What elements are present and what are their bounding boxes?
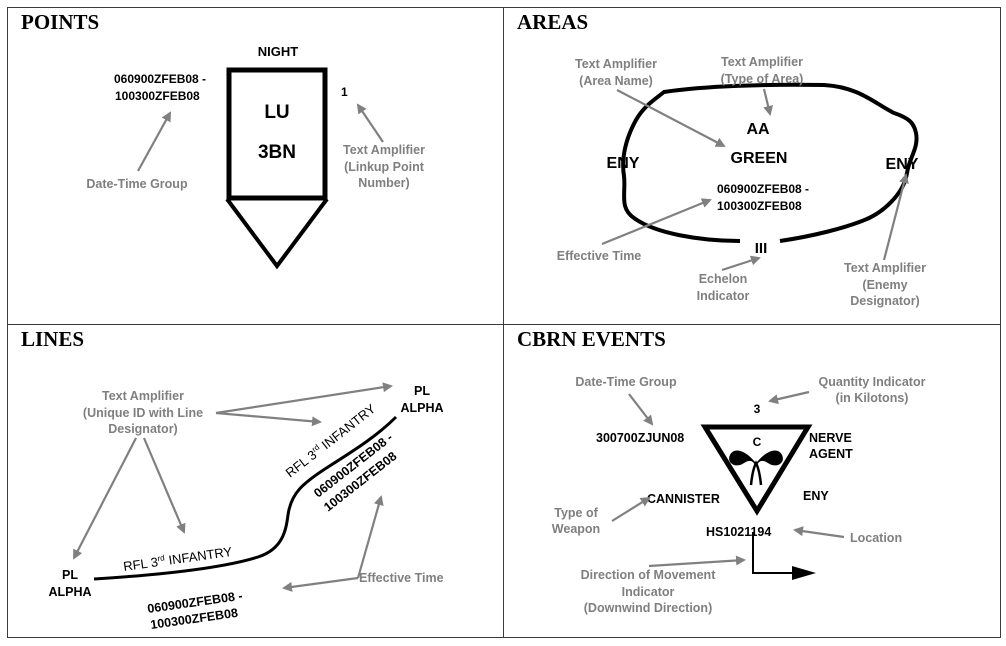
lines-title: LINES bbox=[21, 327, 85, 351]
cbrn-label-dir-l1: Direction of Movement bbox=[581, 568, 717, 582]
lines-pl-left-l1: PL bbox=[62, 568, 78, 582]
points-dtg-line2: 100300ZFEB08 bbox=[115, 89, 200, 103]
cbrn-location: HS1021194 bbox=[706, 525, 771, 539]
dtg-arrow bbox=[137, 111, 171, 172]
cbrn-label-qty-l2: (in Kilotons) bbox=[836, 391, 909, 405]
cbrn-eny: ENY bbox=[803, 489, 829, 503]
cbrn-label-dir-l3: (Downwind Direction) bbox=[584, 601, 712, 615]
area-boundary bbox=[621, 82, 919, 243]
lines-label-eff: Effective Time bbox=[359, 571, 444, 585]
cbrn-label-qty-l1: Quantity Indicator bbox=[819, 375, 926, 389]
points-label-dtg: Date-Time Group bbox=[86, 177, 188, 191]
points-symbol-line2: 3BN bbox=[258, 142, 296, 163]
eff-arrow-upper bbox=[356, 495, 384, 579]
echelon-arrow bbox=[721, 255, 761, 272]
lines-pl-right-l2: ALPHA bbox=[400, 401, 443, 415]
areas-label-ech-l1: Echelon bbox=[699, 272, 748, 286]
amp-arrow bbox=[356, 103, 384, 143]
rfl-label-lower: RFL 3rd INFANTRY bbox=[122, 544, 233, 574]
nerve-agent-icon bbox=[729, 450, 783, 486]
areas-label-eny-l2: (Enemy bbox=[862, 278, 907, 292]
lines-label-amp-l2: (Unique ID with Line bbox=[83, 406, 203, 420]
downwind-direction-arrow bbox=[752, 532, 816, 580]
lines-pl-right-l1: PL bbox=[414, 384, 430, 398]
amp-arrow-right-pl bbox=[215, 382, 393, 415]
amp-arrow-left-pl bbox=[73, 437, 137, 560]
points-label-amp-l3: Number) bbox=[358, 176, 409, 190]
areas-title: AREAS bbox=[517, 10, 589, 34]
eff-arrow-lower bbox=[282, 576, 359, 592]
points-label-amp-l1: Text Amplifier bbox=[343, 143, 425, 157]
cbrn-agent-letter: C bbox=[753, 435, 762, 449]
area-type-arrow bbox=[762, 88, 773, 116]
areas-label-type-l1: Text Amplifier bbox=[721, 55, 803, 69]
areas-label-name-l1: Text Amplifier bbox=[575, 57, 657, 71]
areas-type-text: AA bbox=[746, 121, 770, 138]
areas-eny-left: ENY bbox=[607, 155, 640, 172]
points-title: POINTS bbox=[21, 10, 100, 34]
lines-label-amp-l3: Designator) bbox=[108, 422, 177, 436]
areas-panel: AREAS AA GREEN ENY ENY 060900ZFEB08 - 10… bbox=[504, 8, 1000, 325]
enemy-arrow bbox=[882, 173, 909, 261]
cbrn-dir-arrow bbox=[648, 555, 746, 568]
areas-diagram: AA GREEN ENY ENY 060900ZFEB08 - 100300ZF… bbox=[557, 55, 926, 308]
cbrn-label-location: Location bbox=[850, 531, 902, 545]
cbrn-agent-l2: AGENT bbox=[809, 447, 853, 461]
cbrn-qty-arrow bbox=[768, 390, 810, 405]
areas-dtg-line1: 060900ZFEB08 - bbox=[717, 182, 809, 196]
cbrn-weapon: CANNISTER bbox=[647, 492, 720, 506]
points-dtg-line1: 060900ZFEB08 - bbox=[114, 72, 206, 86]
lines-diagram: PL ALPHA PL ALPHA RFL 3rd INFANTRY RFL 3… bbox=[48, 382, 444, 632]
areas-label-type-l2: (Type of Area) bbox=[721, 72, 804, 86]
cbrn-agent-l1: NERVE bbox=[809, 431, 852, 445]
points-symbol-line1: LU bbox=[264, 102, 289, 123]
lines-panel: LINES PL ALPHA PL ALPHA RFL 3rd INFANTRY… bbox=[8, 325, 504, 637]
points-panel: POINTS NIGHT LU 3BN 060900ZFEB08 - 10030… bbox=[8, 8, 504, 325]
cbrn-location-arrow bbox=[793, 526, 845, 539]
linkup-point-symbol bbox=[225, 67, 329, 270]
amp-arrow-lower-rfl bbox=[142, 437, 186, 534]
areas-name-text: GREEN bbox=[731, 150, 788, 167]
lines-label-amp-l1: Text Amplifier bbox=[102, 389, 184, 403]
areas-label-name-l2: (Area Name) bbox=[579, 74, 653, 88]
cbrn-dtg-arrow bbox=[628, 393, 654, 426]
areas-eny-right: ENY bbox=[886, 156, 919, 173]
rfl-label-upper: RFL 3rd INFANTRY bbox=[283, 401, 379, 481]
area-name-arrow bbox=[616, 89, 726, 147]
areas-label-eff: Effective Time bbox=[557, 249, 642, 263]
cbrn-panel: CBRN EVENTS C 3 300700ZJUN08 NERVE AGENT… bbox=[504, 325, 1000, 637]
areas-label-eny-l1: Text Amplifier bbox=[844, 261, 926, 275]
cbrn-label-weapon-l2: Weapon bbox=[552, 522, 600, 536]
lines-pl-left-l2: ALPHA bbox=[48, 585, 91, 599]
areas-label-ech-l2: Indicator bbox=[697, 289, 750, 303]
cbrn-dtg: 300700ZJUN08 bbox=[596, 431, 684, 445]
cbrn-weapon-arrow bbox=[611, 496, 651, 522]
symbology-grid: POINTS NIGHT LU 3BN 060900ZFEB08 - 10030… bbox=[7, 7, 1001, 638]
areas-dtg-line2: 100300ZFEB08 bbox=[717, 199, 802, 213]
cbrn-label-dtg: Date-Time Group bbox=[575, 375, 677, 389]
cbrn-label-dir-l2: Indicator bbox=[622, 585, 675, 599]
points-label-amp-l2: (Linkup Point bbox=[344, 160, 425, 174]
areas-echelon: III bbox=[755, 240, 768, 257]
amp-arrow-upper-rfl bbox=[215, 411, 322, 427]
phase-line bbox=[93, 415, 398, 581]
cbrn-quantity: 3 bbox=[754, 402, 761, 416]
cbrn-triangle bbox=[700, 424, 813, 516]
effective-time-arrow bbox=[601, 198, 712, 246]
cbrn-title: CBRN EVENTS bbox=[517, 327, 666, 351]
points-diagram: NIGHT LU 3BN 060900ZFEB08 - 100300ZFEB08… bbox=[86, 44, 425, 270]
points-number: 1 bbox=[341, 85, 348, 99]
points-night-label: NIGHT bbox=[258, 44, 299, 59]
cbrn-label-weapon-l1: Type of bbox=[554, 506, 598, 520]
areas-label-eny-l3: Designator) bbox=[850, 294, 919, 308]
cbrn-diagram: C 3 300700ZJUN08 NERVE AGENT CANNISTER E… bbox=[552, 375, 926, 615]
